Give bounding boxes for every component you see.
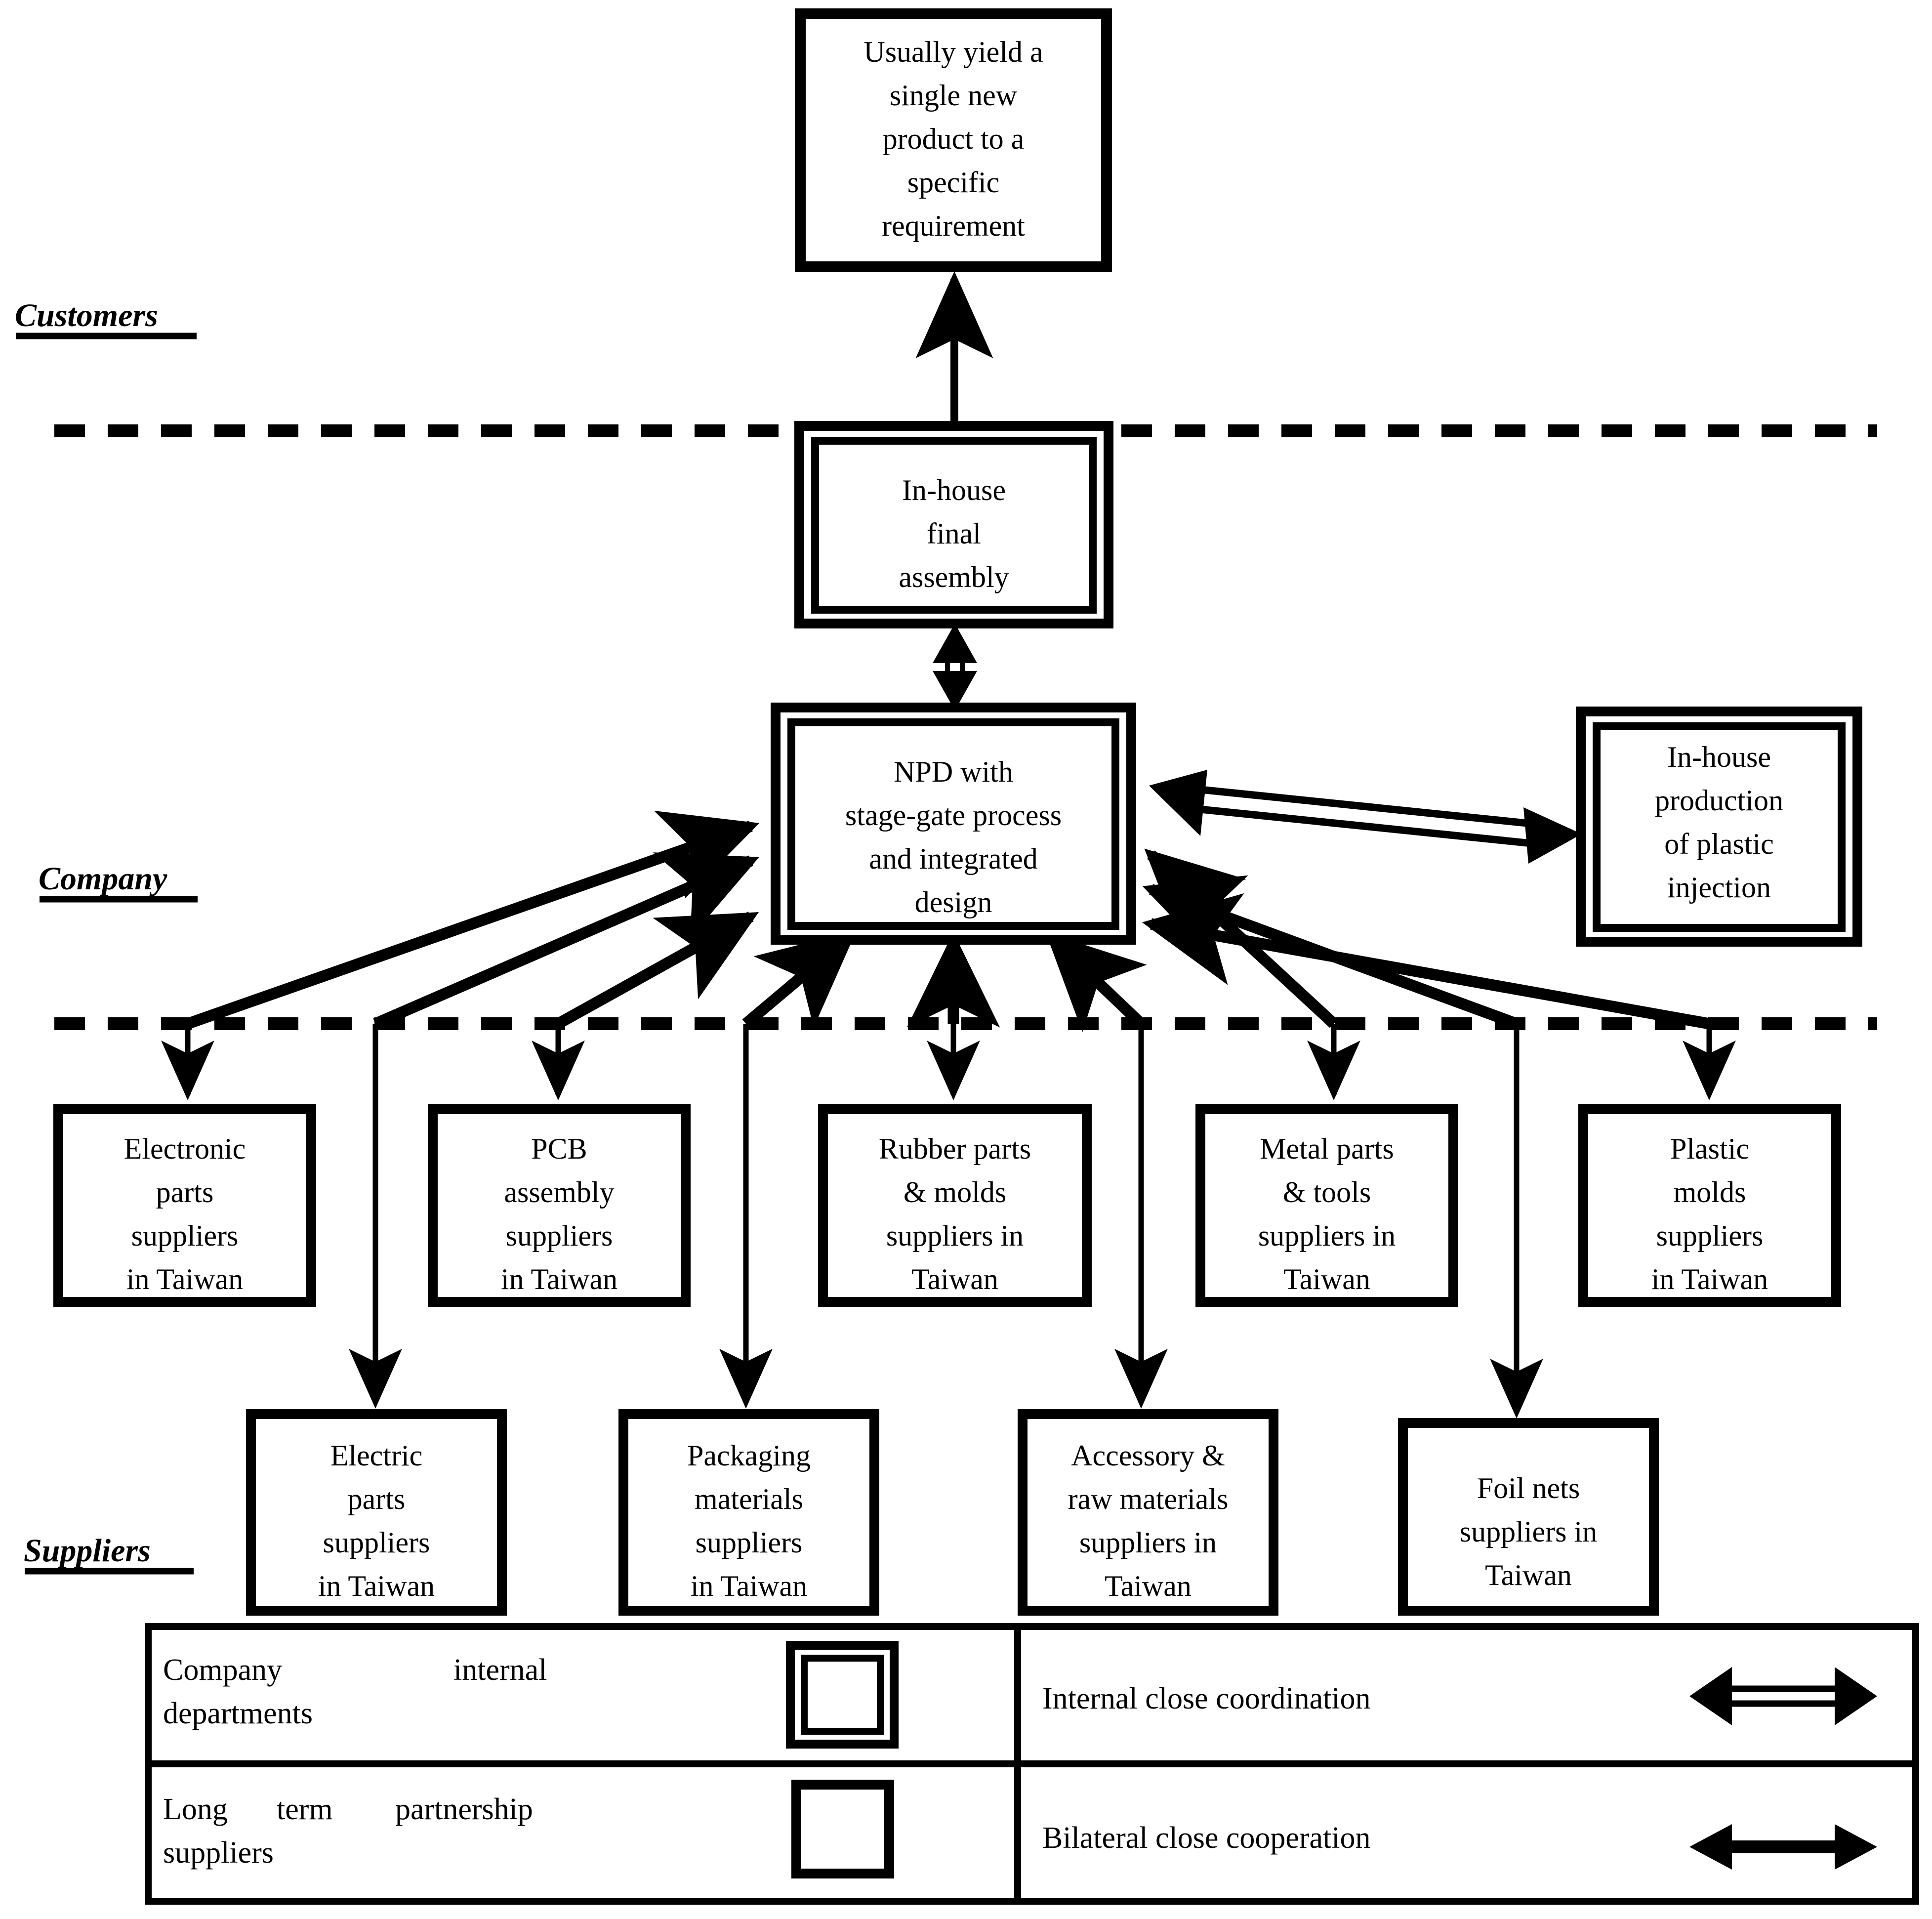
box-customer-output-line-2: single new (890, 79, 1018, 112)
supplier-row-2: Electric parts suppliers in Taiwan Packa… (246, 1409, 1659, 1616)
box-final-assembly-line-3: assembly (899, 561, 1009, 593)
legend-row-2-left: Long term partnership suppliers (163, 1793, 533, 1870)
box-npd[interactable]: NPD with stage-gate process and integrat… (771, 703, 1136, 945)
supplier-1-4-line-1: Metal parts (1260, 1132, 1394, 1165)
supplier-1-4-line-3: suppliers in (1258, 1219, 1396, 1252)
supplier-2-4-line-3: Taiwan (1485, 1559, 1572, 1591)
supplier-1-2-line-4: in Taiwan (501, 1263, 617, 1295)
supplier-2-1-line-3: suppliers (323, 1526, 430, 1559)
legend-row-1-word-1: Company (163, 1653, 282, 1687)
box-npd-line-3: and integrated (869, 842, 1038, 875)
legend-row-1-word-3: departments (163, 1697, 313, 1730)
zone-label-company-text: Company (39, 861, 167, 897)
box-plastic-injection-line-1: In-house (1667, 741, 1771, 773)
supplier-2-3-line-2: raw materials (1068, 1483, 1229, 1515)
supplier-1-5-line-3: suppliers (1656, 1219, 1764, 1252)
supplier-2-1-line-2: parts (348, 1483, 406, 1515)
box-customer-output-line-5: requirement (882, 209, 1025, 242)
box-supplier-plastic-molds[interactable]: Plastic molds suppliers in Taiwan (1578, 1104, 1841, 1307)
supplier-1-5-line-2: molds (1674, 1176, 1746, 1209)
supplier-1-1-line-3: suppliers (131, 1219, 239, 1252)
supplier-1-1-line-1: Electronic (124, 1132, 246, 1165)
supplier-2-2-line-3: suppliers (696, 1526, 803, 1559)
supplier-1-3-line-1: Rubber parts (879, 1132, 1031, 1165)
supplier-2-4-line-1: Foil nets (1477, 1472, 1580, 1504)
legend-row-2-right-text: Bilateral close cooperation (1042, 1821, 1371, 1855)
box-customer-output-line-3: product to a (883, 123, 1025, 155)
zone-label-customers-text: Customers (15, 297, 158, 334)
box-supplier-packaging-materials[interactable]: Packaging materials suppliers in Taiwan (618, 1409, 879, 1616)
legend-symbol-bilateral-close-cooperation-arrow (1689, 1824, 1877, 1870)
box-plastic-injection[interactable]: In-house production of plastic injection (1576, 707, 1862, 947)
box-supplier-electronic-parts[interactable]: Electronic parts suppliers in Taiwan (53, 1104, 316, 1307)
supplier-2-3-line-1: Accessory & (1071, 1439, 1225, 1472)
supplier-1-1-line-2: parts (156, 1176, 214, 1209)
box-customer-output[interactable]: Usually yield a single new product to a … (795, 8, 1112, 272)
legend-row-1-word-2: internal (453, 1653, 547, 1687)
box-supplier-foil-nets[interactable]: Foil nets suppliers in Taiwan (1398, 1418, 1659, 1616)
connector-assembly-npd (933, 624, 977, 710)
supplier-1-2-line-1: PCB (531, 1132, 587, 1165)
zone-label-customers: Customers (15, 297, 197, 339)
box-final-assembly-line-1: In-house (902, 474, 1006, 506)
box-supplier-rubber-parts[interactable]: Rubber parts & molds suppliers in Taiwan (818, 1104, 1092, 1307)
box-npd-line-4: design (915, 886, 992, 918)
supplier-1-1-line-4: in Taiwan (126, 1263, 243, 1295)
supplier-1-3-line-2: & molds (904, 1176, 1006, 1209)
supplier-2-1-line-4: in Taiwan (318, 1570, 435, 1602)
legend-row-2-word-4: suppliers (163, 1836, 274, 1870)
legend-symbol-single-box (791, 1780, 894, 1878)
box-supplier-pcb-assembly[interactable]: PCB assembly suppliers in Taiwan (428, 1104, 691, 1307)
supplier-1-3-line-3: suppliers in (886, 1219, 1024, 1252)
supplier-2-4-line-2: suppliers in (1460, 1515, 1597, 1548)
box-customer-output-line-4: specific (907, 166, 1000, 199)
supplier-2-3-line-4: Taiwan (1105, 1570, 1192, 1602)
connector-npd-plastic-injection (1149, 770, 1582, 864)
legend-symbol-internal-close-coordination-arrow (1689, 1667, 1877, 1725)
zone-label-suppliers: Suppliers (24, 1533, 194, 1575)
box-supplier-electric-parts[interactable]: Electric parts suppliers in Taiwan (246, 1409, 507, 1616)
box-npd-line-1: NPD with (894, 755, 1013, 788)
connector-group-right (1045, 848, 1711, 1032)
supplier-row-1: Electronic parts suppliers in Taiwan PCB… (53, 1104, 1841, 1307)
legend-symbol-double-box (786, 1641, 899, 1749)
supplier-2-3-line-3: suppliers in (1079, 1526, 1217, 1559)
supplier-2-2-line-4: in Taiwan (691, 1570, 807, 1602)
legend-row-2-word-1: Long (163, 1793, 228, 1826)
box-supplier-metal-parts[interactable]: Metal parts & tools suppliers in Taiwan (1195, 1104, 1458, 1307)
legend-row-1-left: Company internal departments (163, 1653, 547, 1730)
supplier-2-2-line-1: Packaging (687, 1439, 811, 1472)
box-customer-output-line-1: Usually yield a (863, 36, 1043, 68)
box-plastic-injection-line-3: of plastic (1664, 828, 1774, 860)
legend: Company internal departments Internal cl… (145, 1623, 1919, 1905)
supplier-1-3-line-4: Taiwan (911, 1263, 998, 1295)
connector-group-left (186, 810, 857, 1029)
box-plastic-injection-line-2: production (1655, 784, 1783, 817)
connector-group-drops (161, 1024, 1736, 1418)
box-supplier-accessory-raw-materials[interactable]: Accessory & raw materials suppliers in T… (1018, 1409, 1278, 1616)
box-final-assembly[interactable]: In-house final assembly (794, 421, 1113, 628)
zone-label-suppliers-text: Suppliers (24, 1533, 151, 1569)
zone-label-company: Company (39, 861, 198, 903)
supplier-1-4-line-2: & tools (1283, 1176, 1371, 1209)
legend-row-2-word-3: partnership (395, 1793, 533, 1826)
supplier-1-5-line-4: in Taiwan (1651, 1263, 1768, 1295)
legend-row-1-right-text: Internal close coordination (1042, 1682, 1371, 1715)
box-npd-line-2: stage-gate process (845, 799, 1062, 832)
supplier-1-2-line-3: suppliers (506, 1219, 613, 1252)
box-final-assembly-line-2: final (927, 517, 981, 550)
supplier-1-2-line-2: assembly (504, 1176, 614, 1209)
legend-row-2-word-2: term (277, 1793, 333, 1826)
supplier-2-2-line-2: materials (695, 1483, 803, 1515)
box-plastic-injection-line-4: injection (1667, 871, 1771, 904)
supplier-1-4-line-4: Taiwan (1283, 1263, 1370, 1295)
supplier-2-1-line-1: Electric (330, 1439, 423, 1472)
supplier-1-5-line-1: Plastic (1670, 1132, 1749, 1165)
